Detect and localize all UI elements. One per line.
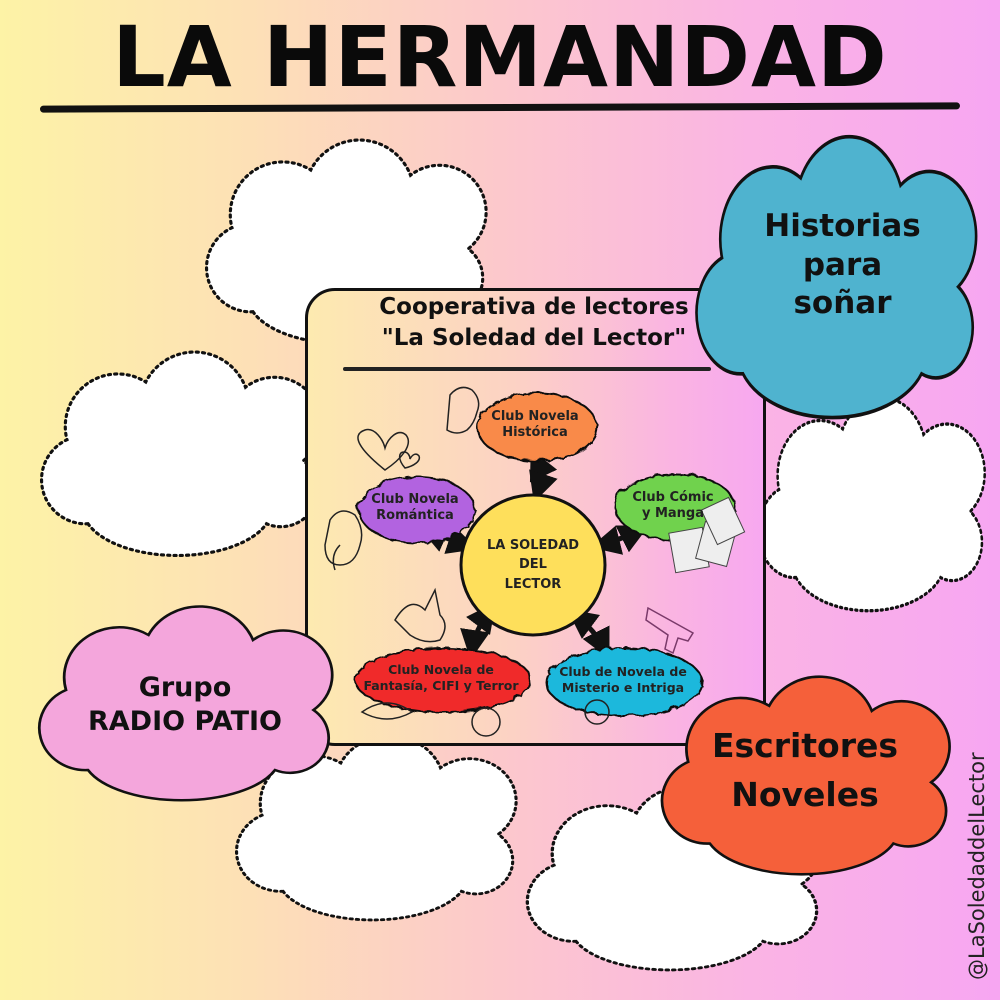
node-romantica-line2: Romántica <box>376 508 454 523</box>
node-romantica-shape <box>356 474 474 542</box>
monster-face-icon <box>471 707 501 737</box>
node-fantasia-shape <box>352 645 530 711</box>
page-title: LA HERMANDAD <box>112 8 888 106</box>
node-historica-line2: Histórica <box>502 425 568 440</box>
node-comic: Club Cómic y Manga <box>613 484 733 528</box>
node-fantasia: Club Novela de Fantasía, CIFI y Terror <box>350 656 532 700</box>
cloud-historias-line2: para <box>802 246 883 283</box>
cloud-radio-patio-line2: RADIO PATIO <box>87 706 283 737</box>
magnifier-icon <box>584 699 610 725</box>
card-title-line1: Cooperativa de lectores <box>379 294 689 320</box>
ufo-icon <box>360 702 414 720</box>
cloud-escritores-text: Escritores Noveles <box>665 715 945 825</box>
node-historica-line1: Club Novela <box>491 408 579 424</box>
node-fantasia-line2: Fantasía, CIFI y Terror <box>363 678 519 693</box>
node-historica: Club Novela Histórica <box>475 403 595 447</box>
center-line2: DEL <box>519 557 547 573</box>
node-misterio-line1: Club de Novela de <box>559 664 687 680</box>
pistol-icon <box>645 606 695 655</box>
arrow-historica <box>529 448 558 503</box>
node-romantica: Club Novela Romántica <box>355 486 475 530</box>
cloud-historias-line3: soñar <box>793 285 892 322</box>
node-misterio-line2: Misterio e Intriga <box>561 680 685 695</box>
card-title-underline <box>343 367 711 371</box>
card-title-line2: "La Soledad del Lector" <box>381 325 687 352</box>
cloud-escritores-line2: Noveles <box>731 775 879 814</box>
watermark-handle: @LaSoledaddelLector <box>965 752 989 980</box>
node-misterio: Club de Novela de Misterio e Intriga <box>543 658 703 702</box>
node-fantasia-line1: Club Novela de <box>388 662 494 678</box>
node-romantica-line1: Club Novela <box>371 491 459 507</box>
node-comic-line1: Club Cómic <box>632 489 714 505</box>
center-circle-text: LA SOLEDAD DEL LECTOR <box>461 530 605 600</box>
couple-illustration-icon <box>324 510 363 571</box>
bust-illustration-icon <box>446 386 480 434</box>
cloud-historias-text: Historias para soñar <box>710 185 975 345</box>
comic-pages-icon <box>668 496 746 574</box>
hearts-icon <box>357 428 421 471</box>
dragon-icon <box>394 587 446 643</box>
node-comic-line2: y Manga <box>641 506 705 521</box>
card-title: Cooperativa de lectores "La Soledad del … <box>305 292 763 354</box>
cloud-historias-line1: Historias <box>764 207 921 244</box>
center-line3: LECTOR <box>504 576 562 592</box>
cloud-radio-patio-text: Grupo RADIO PATIO <box>40 655 330 755</box>
arrow-comic <box>590 525 649 555</box>
node-historica-shape <box>474 390 596 460</box>
cloud-radio-patio-line1: Grupo <box>138 672 232 704</box>
cloud-escritores-line1: Escritores <box>711 725 899 765</box>
node-misterio-shape <box>543 645 701 715</box>
center-circle <box>459 493 607 637</box>
center-line1: LA SOLEDAD <box>486 537 580 553</box>
